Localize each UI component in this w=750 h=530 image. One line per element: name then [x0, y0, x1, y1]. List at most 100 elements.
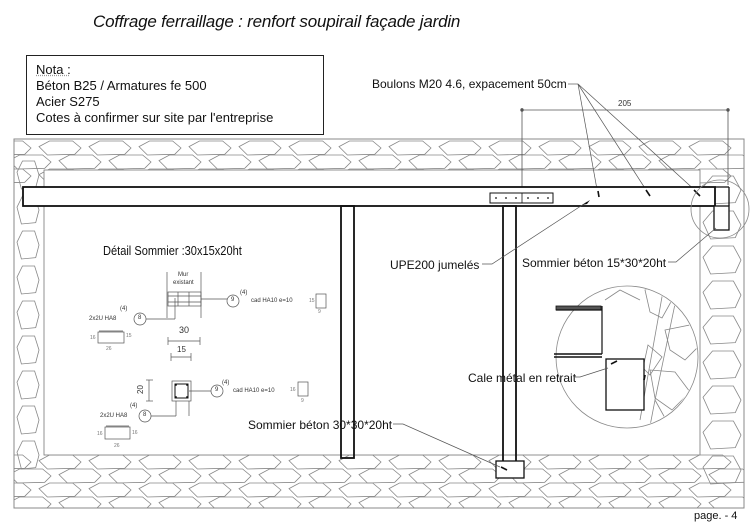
detail-plan	[97, 272, 327, 361]
stone	[38, 140, 82, 156]
stone	[702, 245, 742, 275]
stone	[408, 496, 452, 508]
mur-label: Mur	[178, 272, 189, 278]
bolt-leaders	[568, 83, 699, 196]
nota-heading: Nota :	[36, 62, 71, 77]
detail-title: Détail Sommier :30x15x20ht	[103, 243, 242, 258]
stone	[338, 168, 382, 184]
stone	[16, 335, 40, 365]
stone	[388, 168, 432, 184]
nota-line: Acier S275	[36, 94, 100, 109]
qty-9-bottom: (4)	[222, 380, 230, 386]
stone	[88, 140, 132, 156]
sommier-30-label: Sommier béton 30*30*20ht	[248, 418, 393, 432]
cad-dim-bottom-bottom: 9	[301, 398, 304, 404]
stone	[458, 468, 502, 484]
zoom-detail-circle	[554, 285, 699, 429]
stone	[188, 140, 232, 156]
stone	[16, 440, 40, 470]
stone	[638, 454, 682, 470]
stone	[14, 454, 32, 470]
stone	[702, 350, 742, 380]
stone	[108, 154, 152, 170]
sommier-15-end	[713, 205, 730, 231]
stone	[538, 454, 582, 470]
stone	[14, 482, 32, 498]
stone	[288, 140, 332, 156]
u-dim-right-bottom: 16	[132, 430, 138, 436]
stone	[538, 168, 582, 184]
stone	[16, 160, 40, 190]
stone	[308, 154, 352, 170]
stone	[708, 496, 744, 508]
stone	[508, 154, 552, 170]
u-dim-left-bottom: 16	[97, 431, 103, 437]
left-post	[340, 205, 355, 459]
wall-outline	[13, 138, 745, 509]
stone	[208, 154, 252, 170]
stone	[58, 496, 102, 508]
stone	[488, 140, 532, 156]
stone	[508, 496, 552, 508]
stone	[608, 154, 652, 170]
stone	[88, 168, 132, 184]
stone	[88, 454, 132, 470]
stone	[488, 482, 532, 498]
stone	[658, 154, 702, 170]
upe200-label: UPE200 jumelés	[390, 258, 480, 272]
qty-8-bottom: (4)	[130, 403, 138, 409]
stone	[14, 496, 52, 508]
detail-callout-circle	[690, 179, 750, 239]
stone	[288, 168, 332, 184]
rebar-dots	[175, 384, 188, 398]
stone	[608, 468, 652, 484]
mark-8-bottom: 8	[143, 412, 147, 418]
stone	[308, 496, 352, 508]
stone	[658, 468, 702, 484]
stone	[558, 496, 602, 508]
cad-label-top: cad HA10 e=10	[251, 298, 293, 304]
stone	[338, 140, 382, 156]
stone	[338, 482, 382, 498]
stone	[702, 455, 742, 485]
stone	[16, 370, 40, 400]
stone	[238, 454, 282, 470]
nota-box: Nota : Béton B25 / Armatures fe 500 Acie…	[26, 55, 324, 135]
stone	[258, 496, 302, 508]
detail-section	[104, 379, 309, 440]
stone	[438, 482, 482, 498]
dim-30-label: 30	[179, 325, 190, 335]
stone	[702, 420, 742, 450]
stone	[238, 168, 282, 184]
stone	[688, 454, 732, 470]
cad-dim-left-top: 15	[309, 298, 315, 304]
mark-8-top: 8	[138, 315, 142, 321]
dim-20-label: 20	[135, 385, 145, 394]
stone	[358, 496, 402, 508]
stone	[158, 154, 202, 170]
stone	[408, 468, 452, 484]
dimension-205-line	[520, 108, 730, 190]
stone	[88, 482, 132, 498]
stone	[388, 454, 432, 470]
stone	[16, 265, 40, 295]
existant-label: existant	[173, 280, 194, 286]
stone	[638, 482, 682, 498]
page-number: page. - 4	[694, 510, 738, 522]
stone	[158, 496, 202, 508]
stone	[188, 454, 232, 470]
stone	[388, 140, 432, 156]
stone	[38, 454, 82, 470]
stone	[16, 300, 40, 330]
stone	[688, 482, 732, 498]
cad-dim-bottom-top: 9	[318, 309, 321, 315]
stone	[388, 482, 432, 498]
stone	[558, 468, 602, 484]
stone	[108, 468, 152, 484]
u-label-top: 2x2U HA8	[89, 316, 117, 322]
cad-label-bottom: cad HA10 e=10	[233, 388, 275, 394]
stone	[188, 168, 232, 184]
stone	[38, 168, 82, 184]
stone	[358, 154, 402, 170]
